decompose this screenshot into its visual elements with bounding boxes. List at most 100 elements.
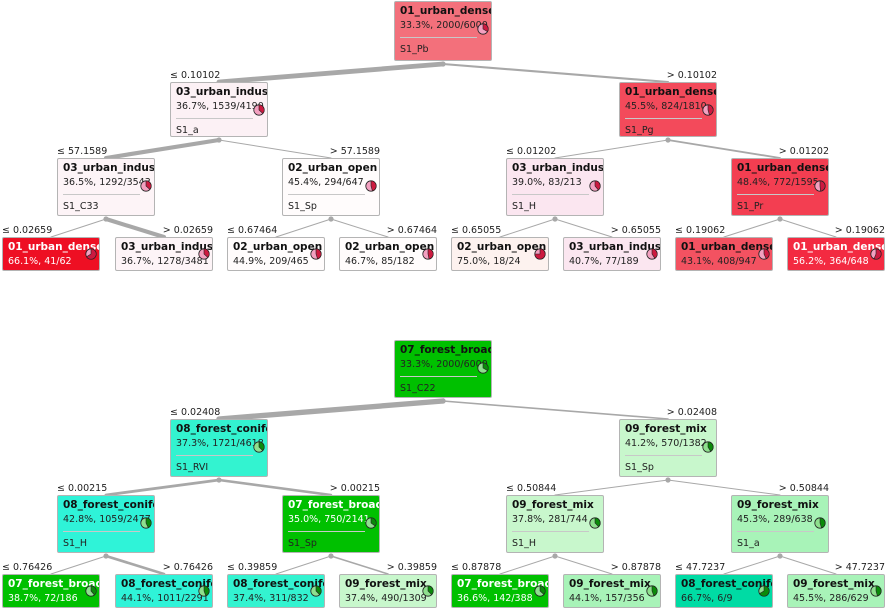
split-condition-label: ≤ 0.65055 bbox=[451, 225, 502, 236]
node-divider bbox=[288, 194, 365, 195]
node-split-feature: S1_a bbox=[737, 538, 760, 549]
class-distribution-pie-icon bbox=[310, 248, 322, 260]
tree-edge bbox=[103, 137, 222, 161]
node-divider bbox=[625, 118, 702, 119]
node-divider bbox=[288, 531, 365, 532]
tree-node[interactable]: 03_urban_industria 40.7%, 77/189 bbox=[563, 237, 661, 271]
node-split-feature: S1_Pg bbox=[625, 125, 654, 136]
tree-edge bbox=[275, 555, 332, 575]
node-stats: 40.7%, 77/189 bbox=[569, 256, 639, 267]
class-distribution-pie-icon bbox=[646, 585, 658, 597]
split-point bbox=[103, 216, 109, 222]
split-condition-label: ≤ 0.01202 bbox=[506, 146, 557, 157]
node-stats: 45.4%, 294/647 bbox=[288, 177, 364, 188]
node-divider bbox=[176, 455, 253, 456]
node-stats: 44.1%, 1011/2291 bbox=[121, 593, 209, 604]
tree-edge bbox=[218, 139, 332, 159]
node-stats: 41.2%, 570/1382 bbox=[625, 438, 707, 449]
split-point bbox=[552, 216, 558, 222]
node-stats: 38.7%, 72/186 bbox=[8, 593, 78, 604]
class-distribution-pie-icon bbox=[589, 180, 601, 192]
node-stats: 35.0%, 750/2141 bbox=[288, 514, 370, 525]
class-distribution-pie-icon bbox=[534, 248, 546, 260]
split-condition-label: ≤ 0.50844 bbox=[506, 483, 557, 494]
split-condition-label: > 0.01202 bbox=[778, 146, 829, 157]
node-split-feature: S1_Sp bbox=[288, 538, 317, 549]
split-point bbox=[665, 137, 671, 143]
class-distribution-pie-icon bbox=[870, 248, 882, 260]
split-condition-label: > 0.02659 bbox=[162, 225, 213, 236]
node-divider bbox=[512, 194, 589, 195]
class-distribution-pie-icon bbox=[758, 248, 770, 260]
node-stats: 44.9%, 209/465 bbox=[233, 256, 309, 267]
node-class-label: 03_urban_industria bbox=[63, 162, 155, 174]
node-stats: 36.7%, 1278/3481 bbox=[121, 256, 209, 267]
class-distribution-pie-icon bbox=[702, 441, 714, 453]
split-point bbox=[777, 216, 783, 222]
split-point bbox=[440, 398, 446, 404]
tree-edge bbox=[217, 478, 333, 497]
tree-node[interactable]: 03_urban_industria36.7%, 1278/3481 bbox=[115, 237, 213, 271]
tree-edge bbox=[667, 139, 781, 159]
split-condition-label: ≤ 0.02659 bbox=[2, 225, 53, 236]
split-condition-label: ≤ 0.00215 bbox=[57, 483, 108, 494]
node-class-label: 03_urban_industria bbox=[569, 241, 661, 253]
node-split-feature: S1_Pr bbox=[737, 201, 764, 212]
tree-edge bbox=[441, 62, 670, 84]
split-point bbox=[777, 553, 783, 559]
node-split-feature: S1_H bbox=[63, 538, 87, 549]
tree-edge bbox=[779, 218, 837, 238]
node-class-label: 03_urban_industria bbox=[512, 162, 604, 174]
split-point bbox=[216, 137, 222, 143]
tree-node[interactable]: 08_forest_conifero37.4%, 311/832 bbox=[227, 574, 325, 608]
class-distribution-pie-icon bbox=[534, 585, 546, 597]
node-class-label: 01_urban_dense bbox=[737, 162, 829, 174]
node-stats: 36.7%, 1539/4190 bbox=[176, 101, 264, 112]
class-distribution-pie-icon bbox=[758, 585, 770, 597]
tree-node[interactable]: 08_forest_conifero66.7%, 6/9 bbox=[675, 574, 773, 608]
split-condition-label: > 0.00215 bbox=[329, 483, 380, 494]
class-distribution-pie-icon bbox=[589, 517, 601, 529]
node-divider bbox=[63, 531, 140, 532]
split-condition-label: > 57.1589 bbox=[329, 146, 380, 157]
node-stats: 42.8%, 1059/2477 bbox=[63, 514, 151, 525]
split-condition-label: > 0.76426 bbox=[162, 562, 213, 573]
class-distribution-pie-icon bbox=[814, 180, 826, 192]
node-class-label: 09_forest_mix bbox=[793, 578, 875, 590]
node-stats: 36.5%, 1292/3543 bbox=[63, 177, 151, 188]
class-distribution-pie-icon bbox=[253, 441, 265, 453]
node-divider bbox=[400, 376, 477, 377]
tree-edge bbox=[330, 555, 389, 575]
tree-edge bbox=[275, 218, 332, 238]
tree-edge bbox=[554, 139, 669, 159]
split-condition-label: ≤ 47.7237 bbox=[675, 562, 726, 573]
tree-node[interactable]: 08_forest_conifero44.1%, 1011/2291 bbox=[115, 574, 213, 608]
node-divider bbox=[400, 37, 477, 38]
